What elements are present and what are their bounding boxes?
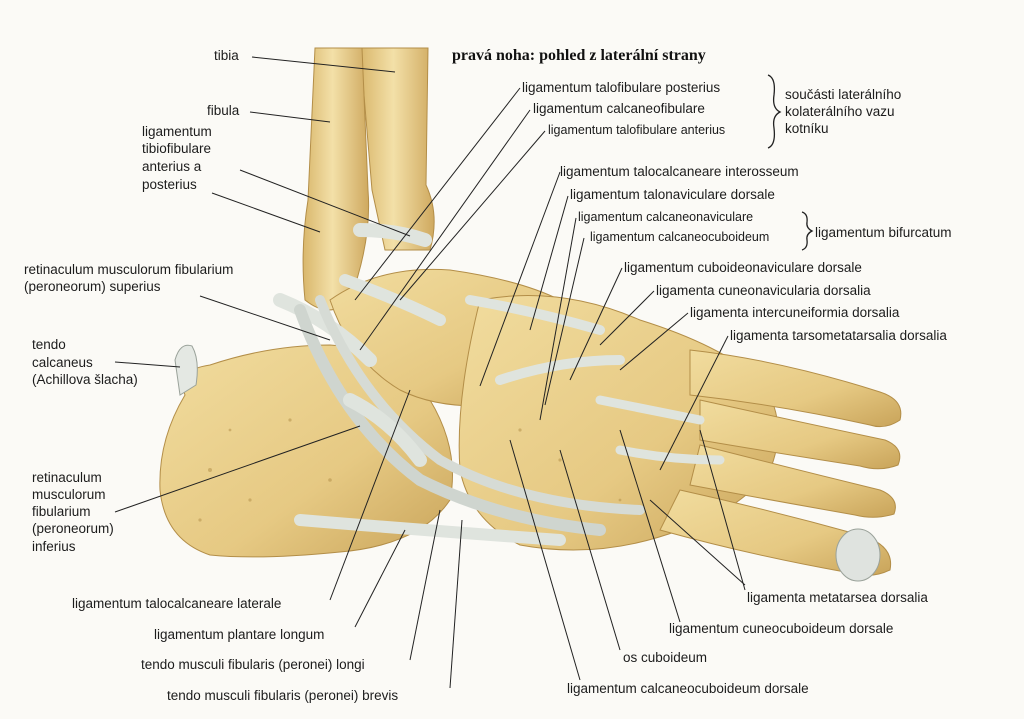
label-bifurcatum: ligamentum bifurcatum	[815, 225, 952, 240]
leader-cuneocuboideum	[619, 429, 681, 623]
leader-talocalcaneare-inter	[479, 171, 561, 387]
metatarsal-3	[689, 444, 896, 518]
label-fib-brevis: tendo musculi fibularis (peronei) brevis	[167, 688, 399, 703]
leader-tibiofibulare-2	[211, 192, 321, 233]
label-lateral-group-1: součásti laterálního	[785, 87, 902, 102]
label-tibiofibulare-1: ligamentum	[142, 124, 212, 139]
leader-tarsometatarsalia	[659, 335, 729, 471]
leader-fib-longi	[409, 509, 441, 661]
label-tibiofibulare-2: tibiofibulare	[142, 141, 212, 156]
label-retinaculum-inf-4: (peroneorum)	[32, 521, 114, 536]
label-tibia: tibia	[214, 48, 239, 63]
label-talonaviculare-dorsale: ligamentum talonaviculare dorsale	[570, 187, 775, 202]
label-retinaculum-sup-1: retinaculum musculorum fibularium	[24, 262, 234, 277]
leader-talocalcaneare-lat	[329, 389, 411, 601]
label-metatarsea: ligamenta metatarsea dorsalia	[747, 590, 928, 605]
dorsal-lig-band-2	[495, 355, 625, 385]
label-plantare-longum: ligamentum plantare longum	[154, 627, 325, 642]
leader-tendo-calcaneus	[114, 361, 181, 368]
metatarsal-2	[699, 399, 901, 470]
label-cuboideonaviculare: ligamentum cuboideonaviculare dorsale	[624, 260, 862, 275]
label-tendo-calcaneus-2: calcaneus	[32, 355, 93, 370]
dorsal-lig-band-4	[615, 445, 725, 465]
leader-cuboideonaviculare	[569, 267, 623, 381]
lateral-collateral-band	[339, 274, 446, 326]
leader-calcaneocuboideum-dors	[509, 439, 581, 681]
leader-retinaculum-sup	[199, 295, 331, 341]
label-talofibulare-posterius: ligamentum talofibulare posterius	[522, 80, 721, 95]
metatarsal-4	[659, 489, 892, 576]
leader-cuneonavicularia	[599, 290, 655, 346]
label-retinaculum-inf-1: retinaculum	[32, 470, 102, 485]
leader-metatarsea	[699, 429, 746, 591]
figure-title: pravá noha: pohled z laterální strany	[452, 47, 706, 64]
leader-calcaneofibulare	[359, 109, 531, 351]
fibular-tendon-longus	[294, 304, 606, 536]
label-lateral-group-3: kotníku	[785, 121, 829, 136]
plantar-longum-band	[294, 514, 566, 546]
leader-calcaneocuboideum	[544, 237, 585, 406]
fibular-tendon-brevis	[315, 295, 645, 515]
label-lateral-group-2: kolaterálního vazu	[785, 104, 895, 119]
label-tibiofibulare-3: anterius a	[142, 159, 202, 174]
label-retinaculum-inf-5: inferius	[32, 539, 76, 554]
leader-talofibulare-post	[354, 87, 521, 301]
leader-fib-brevis	[449, 519, 463, 689]
metatarsal-1	[689, 349, 902, 428]
label-retinaculum-inf-2: musculorum	[32, 487, 106, 502]
leader-calcaneonaviculare	[539, 217, 577, 421]
dorsal-lig-band-1	[465, 295, 605, 335]
label-talocalcaneare-interosseum: ligamentum talocalcaneare interosseum	[560, 164, 799, 179]
dorsal-lig-band-3	[595, 395, 705, 425]
label-talofibulare-anterius: ligamentum talofibulare anterius	[548, 123, 726, 137]
leader-plantare-longum	[354, 529, 406, 628]
label-calcaneocuboideum: ligamentum calcaneocuboideum	[590, 230, 770, 244]
leader-metatarsea-2	[649, 499, 746, 586]
label-retinaculum-inf-3: fibularium	[32, 504, 91, 519]
label-calcaneonaviculare: ligamentum calcaneonaviculare	[578, 210, 754, 224]
label-retinaculum-sup-2: (peroneorum) superius	[24, 279, 161, 294]
leader-retinaculum-inf	[114, 425, 361, 513]
tibia-bone	[359, 47, 435, 251]
label-cuneocuboideum: ligamentum cuneocuboideum dorsale	[669, 621, 894, 636]
leader-talonaviculare	[529, 195, 569, 331]
label-tendo-calcaneus-3: (Achillova šlacha)	[32, 372, 138, 387]
label-calcaneofibulare: ligamentum calcaneofibulare	[533, 101, 705, 116]
label-tendo-calcaneus-1: tendo	[32, 337, 66, 352]
leader-talofibulare-ant	[399, 130, 546, 301]
label-os-cuboideum: os cuboideum	[623, 650, 708, 665]
fibula-bone	[302, 47, 370, 311]
achilles-tendon	[174, 344, 198, 396]
brace-bifurcatum	[801, 211, 814, 251]
label-calcaneocuboideum-dorsale: ligamentum calcaneocuboideum dorsale	[567, 681, 809, 696]
tibiofibular-lig-band	[353, 223, 432, 247]
leader-os-cuboideum	[559, 449, 621, 651]
leader-fibula	[249, 111, 331, 123]
leader-tibia	[251, 56, 396, 73]
leader-intercuneiformia	[619, 312, 689, 371]
retinaculum-inferius-band	[343, 393, 427, 467]
label-fibula: fibula	[207, 103, 240, 118]
metatarsal-5-head	[835, 528, 881, 582]
label-tibiofibulare-4: posterius	[142, 177, 197, 192]
leader-tibiofibulare	[239, 169, 411, 237]
label-talocalcaneare-laterale: ligamentum talocalcaneare laterale	[72, 596, 282, 611]
label-tarsometatarsalia: ligamenta tarsometatarsalia dorsalia	[730, 328, 947, 343]
label-fib-longi: tendo musculi fibularis (peronei) longi	[141, 657, 365, 672]
label-cuneonavicularia: ligamenta cuneonavicularia dorsalia	[656, 283, 871, 298]
brace-lateral-group	[767, 74, 782, 149]
label-intercuneiformia: ligamenta intercuneiformia dorsalia	[690, 305, 900, 320]
